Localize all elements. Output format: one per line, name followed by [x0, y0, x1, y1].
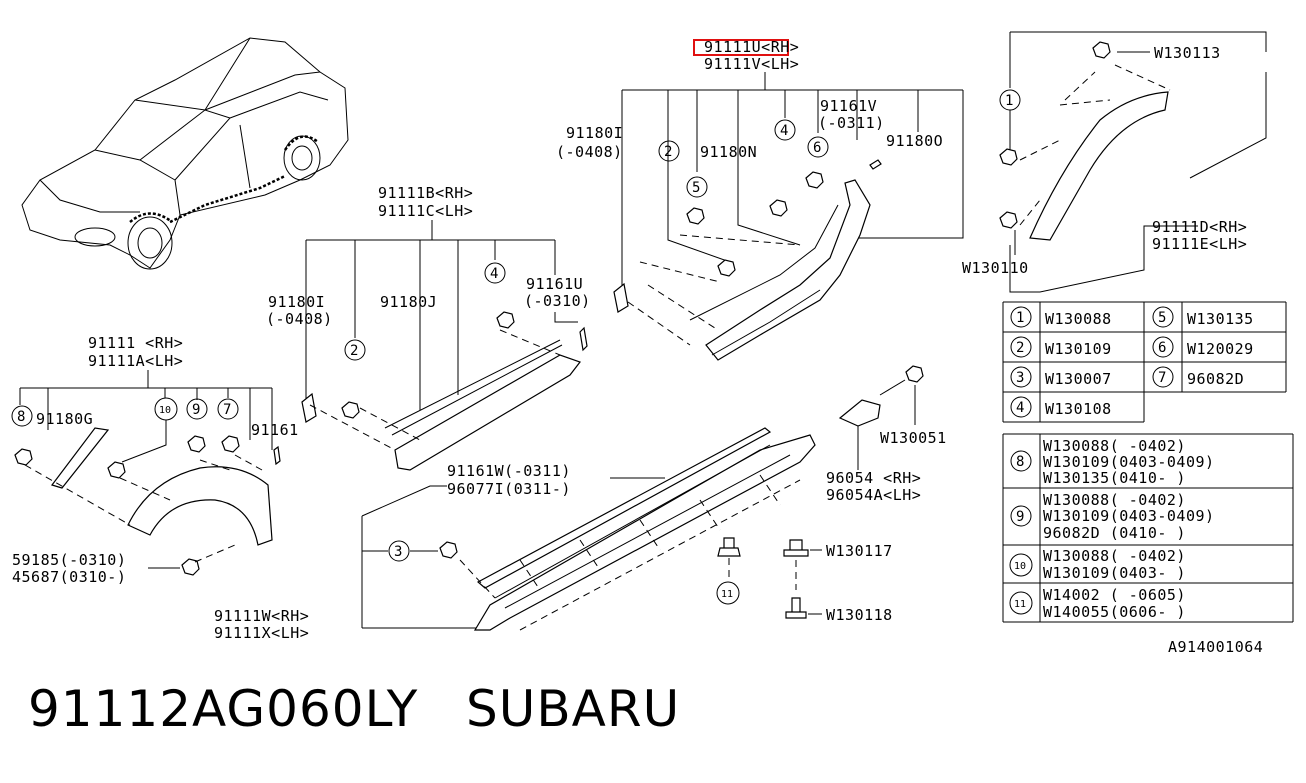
label-59185: 59185(-0310): [12, 551, 126, 569]
legend-part: W120029: [1187, 340, 1254, 358]
label-sill-rh: 91111W<RH>: [214, 607, 309, 625]
label-top-91180i-range: (-0408): [556, 143, 623, 161]
legend-num: 4: [1016, 400, 1024, 416]
callout-5: 5: [692, 180, 700, 196]
legend-num: 10: [1014, 561, 1026, 572]
callout-2: 2: [664, 144, 672, 160]
legend-line: W130088( -0402): [1043, 547, 1186, 565]
label-right-lh: 91111E<LH>: [1152, 235, 1247, 253]
bracket-group: W130051 96054 <RH> 96054A<LH>: [826, 365, 947, 504]
callout-9: 9: [192, 402, 200, 418]
legend-part: W130108: [1045, 400, 1112, 418]
label-mid-lh: 91111C<LH>: [378, 202, 473, 220]
label-mid-91180i: 91180I: [268, 293, 325, 311]
label-top-lh: 91111V<LH>: [704, 55, 799, 73]
label-91161u-range: (-0310): [524, 292, 591, 310]
footer-part-number: 91112AG060LY: [28, 680, 419, 738]
legend-line: W130088( -0402): [1043, 437, 1186, 455]
label-w130118: W130118: [826, 606, 893, 624]
highlight-box: [693, 39, 789, 56]
legend-num: 5: [1158, 310, 1166, 326]
callout-1: 1: [1005, 93, 1013, 109]
middle-group: 91111B<RH> 91111C<LH> 91180I (-0408) 911…: [266, 184, 591, 471]
legend-table-2: 8 W130088( -0402) W130109(0403-0409) W13…: [1002, 433, 1294, 623]
callout-10: 10: [159, 405, 171, 416]
legend-num: 3: [1016, 370, 1024, 386]
diagram-code: A914001064: [1168, 638, 1263, 656]
legend-part: W130135: [1187, 310, 1254, 328]
label-96054-rh: 96054 <RH>: [826, 469, 921, 487]
label-91161v: 91161V: [820, 97, 877, 115]
callout-4b: 4: [490, 266, 498, 282]
label-91161w: 91161W(-0311): [447, 462, 571, 480]
label-w130051: W130051: [880, 429, 947, 447]
legend-num: 9: [1016, 509, 1024, 525]
label-left-rh: 91111 <RH>: [88, 334, 183, 352]
callout-8: 8: [17, 409, 25, 425]
legend-part: W130109: [1045, 340, 1112, 358]
callout-11: 11: [721, 589, 733, 600]
legend-line: W130109(0403-0409): [1043, 453, 1215, 471]
legend-part: W130088: [1045, 310, 1112, 328]
callout-4: 4: [780, 123, 788, 139]
label-top-91180i: 91180I: [566, 124, 623, 142]
label-91180g: 91180G: [36, 410, 93, 428]
label-w130117: W130117: [826, 542, 893, 560]
legend-num: 1: [1016, 310, 1024, 326]
legend-table-1: 1 W130088 5 W130135 2 W130109 6 W120029 …: [1002, 301, 1287, 423]
label-top-rh: 91111U<RH>: [704, 38, 799, 56]
callout-2b: 2: [350, 343, 358, 359]
label-96077i: 96077I(0311-): [447, 480, 571, 498]
label-91180n: 91180N: [700, 143, 757, 161]
legend-line: W140055(0606- ): [1043, 603, 1186, 621]
callout-6: 6: [813, 140, 821, 156]
legend-num: 8: [1016, 454, 1024, 470]
legend-num: 2: [1016, 340, 1024, 356]
top-group: 91111U<RH> 91111V<LH> 91161V (-0311) 911…: [556, 38, 964, 361]
label-91180j: 91180J: [380, 293, 437, 311]
car-illustration: [21, 37, 349, 270]
label-91161u: 91161U: [526, 275, 583, 293]
label-mid-rh: 91111B<RH>: [378, 184, 473, 202]
legend-line: W130109(0403- ): [1043, 564, 1186, 582]
right-group: W130113 1 W130110 91111D<RH> 91111E<LH>: [962, 31, 1267, 293]
label-45687: 45687(0310-): [12, 568, 126, 586]
label-91161: 91161: [251, 421, 299, 439]
label-91180o: 91180O: [886, 132, 943, 150]
legend-line: W130088( -0402): [1043, 491, 1186, 509]
legend-line: W14002 ( -0605): [1043, 586, 1186, 604]
label-w130113: W130113: [1154, 44, 1221, 62]
label-right-rh: 91111D<RH>: [1152, 218, 1247, 236]
callout-7: 7: [223, 402, 231, 418]
left-group: 91111 <RH> 91111A<LH> 8 91180G 10 9 7 91…: [11, 334, 299, 586]
label-mid-91180i-range: (-0408): [266, 310, 333, 328]
legend-line: 96082D (0410- ): [1043, 524, 1186, 542]
legend-line: W130135(0410- ): [1043, 469, 1186, 487]
label-96054a-lh: 96054A<LH>: [826, 486, 921, 504]
label-left-lh: 91111A<LH>: [88, 352, 183, 370]
sill-group: 91161W(-0311) 96077I(0311-) 3 91111W<RH>…: [214, 427, 893, 642]
legend-line: W130109(0403-0409): [1043, 507, 1215, 525]
legend-num: 7: [1158, 370, 1166, 386]
legend-part: 96082D: [1187, 370, 1244, 388]
callout-3: 3: [394, 544, 402, 560]
label-sill-lh: 91111X<LH>: [214, 624, 309, 642]
legend-part: W130007: [1045, 370, 1112, 388]
footer-brand: SUBARU: [466, 680, 681, 738]
legend-num: 6: [1158, 340, 1166, 356]
label-91161v-range: (-0311): [818, 114, 885, 132]
legend-num: 11: [1014, 599, 1026, 610]
label-w130110: W130110: [962, 259, 1029, 277]
